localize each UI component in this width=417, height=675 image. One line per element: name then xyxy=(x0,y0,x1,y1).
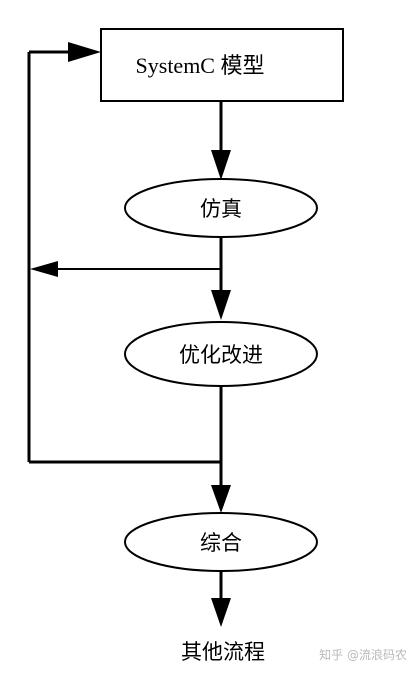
model-box xyxy=(100,28,344,102)
optimize-label: 优化改进 xyxy=(179,343,263,367)
feedback-branch-arrow-head xyxy=(30,261,58,277)
watermark-text: 知乎 @流浪码农 xyxy=(319,648,407,662)
arrow-head-optimize xyxy=(211,290,231,320)
other-flow-label: 其他流程 xyxy=(181,640,265,664)
model-label: SystemC 模型 xyxy=(136,53,265,78)
simulation-label: 仿真 xyxy=(200,197,242,221)
synthesis-label: 综合 xyxy=(200,531,242,555)
arrow-head-other xyxy=(211,598,231,627)
arrow-head-simulation xyxy=(211,150,231,180)
arrow-head-synthesis xyxy=(211,485,231,513)
loop-arrow-head-model xyxy=(68,42,101,62)
